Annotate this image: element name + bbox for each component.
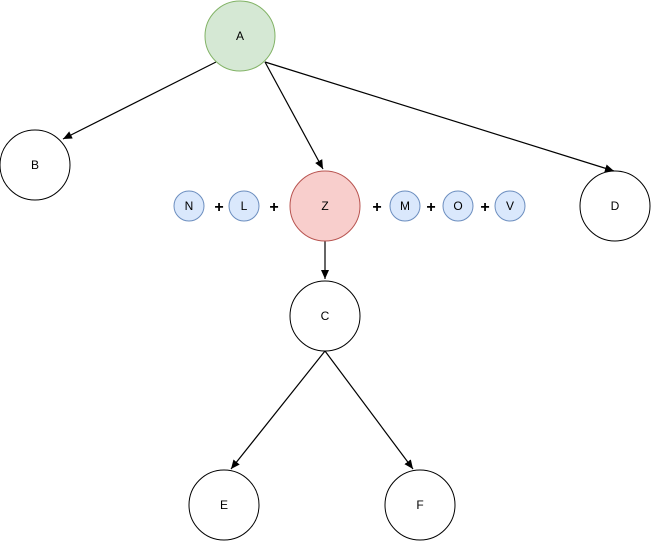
- node-c-circle: [289, 280, 361, 352]
- node-z[interactable]: Z: [289, 170, 361, 242]
- node-c-label: C: [321, 309, 330, 323]
- node-f[interactable]: F: [384, 469, 456, 541]
- edges-layer: [62, 61, 615, 470]
- node-d-circle: [579, 170, 651, 242]
- node-b-label: B: [31, 158, 39, 172]
- node-e-circle: [188, 469, 260, 541]
- edge-c-to-f: [324, 350, 414, 470]
- node-l-label: L: [241, 199, 248, 213]
- node-v-circle: [494, 190, 526, 222]
- plus-operator-2: +: [269, 199, 278, 216]
- plus-operator-1: +: [214, 199, 223, 216]
- node-a-circle: [204, 0, 276, 72]
- edge-a-to-d: [264, 61, 615, 173]
- node-m-label: M: [400, 199, 410, 213]
- node-a[interactable]: A: [204, 0, 276, 72]
- node-z-label: Z: [321, 199, 328, 213]
- node-m[interactable]: M: [389, 190, 421, 222]
- node-l-circle: [228, 190, 260, 222]
- node-d[interactable]: D: [579, 170, 651, 242]
- plus-operator-3: +: [372, 199, 381, 216]
- node-o[interactable]: O: [442, 190, 474, 222]
- node-o-label: O: [453, 199, 462, 213]
- node-z-circle: [289, 170, 361, 242]
- edge-a-to-b: [62, 61, 217, 140]
- node-n-circle: [173, 190, 205, 222]
- node-e[interactable]: E: [188, 469, 260, 541]
- node-o-circle: [442, 190, 474, 222]
- edge-c-to-e: [230, 350, 326, 470]
- node-v-label: V: [506, 199, 514, 213]
- edge-a-to-z: [264, 61, 324, 170]
- plus-operator-5: +: [480, 199, 489, 216]
- node-n[interactable]: N: [173, 190, 205, 222]
- node-m-circle: [389, 190, 421, 222]
- node-e-label: E: [220, 498, 228, 512]
- plus-operator-4: +: [426, 199, 435, 216]
- node-v[interactable]: V: [494, 190, 526, 222]
- node-c[interactable]: C: [289, 280, 361, 352]
- node-a-label: A: [236, 29, 244, 43]
- node-n-label: N: [185, 199, 194, 213]
- node-b-circle: [0, 129, 71, 201]
- node-b[interactable]: B: [0, 129, 71, 201]
- node-f-label: F: [416, 498, 423, 512]
- node-d-label: D: [611, 199, 620, 213]
- node-l[interactable]: L: [228, 190, 260, 222]
- node-f-circle: [384, 469, 456, 541]
